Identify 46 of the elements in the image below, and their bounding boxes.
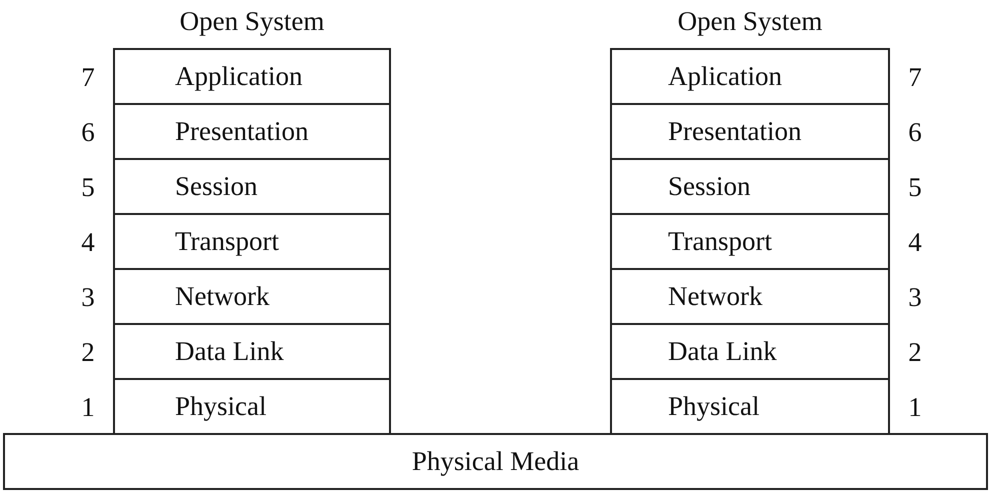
layer-name: Data Link [668, 336, 777, 367]
layer-name: Presentation [668, 116, 802, 147]
layer-number: 7 [80, 62, 96, 92]
layer-number: 7 [907, 62, 923, 92]
layer-number: 5 [907, 172, 923, 202]
layer-number: 1 [80, 392, 96, 422]
layer-box [610, 48, 890, 105]
media-label: Physical Media [412, 446, 580, 477]
layer-name: Presentation [175, 116, 308, 147]
layer-number: 1 [907, 392, 923, 422]
layer-name: Data Link [175, 336, 284, 367]
layer-box [113, 213, 391, 270]
layer-box [113, 268, 391, 325]
layer-box [113, 103, 391, 160]
layer-number: 2 [80, 336, 96, 366]
layer-name: Network [175, 281, 270, 312]
layer-name: Physical [175, 391, 266, 422]
layer-number: 6 [80, 116, 96, 146]
stack-heading: Open System [180, 6, 324, 36]
layer-number: 4 [80, 226, 96, 256]
stack-heading: Open System [678, 6, 822, 36]
layer-name: Session [175, 171, 258, 202]
layer-box [610, 158, 890, 215]
layer-number: 2 [907, 336, 923, 366]
layer-box [610, 323, 890, 380]
layer-name: Aplication [668, 61, 782, 92]
layer-box [610, 213, 890, 270]
layer-name: Transport [175, 226, 280, 257]
layer-number: 3 [80, 282, 96, 312]
layer-box [610, 103, 890, 160]
layer-box [113, 378, 391, 435]
layer-box [113, 48, 391, 105]
layer-box [610, 268, 890, 325]
layer-number: 5 [80, 172, 96, 202]
layer-box [113, 323, 391, 380]
layer-number: 6 [907, 116, 923, 146]
layer-box [113, 158, 391, 215]
layer-name: Application [175, 61, 302, 92]
layer-name: Session [668, 171, 751, 202]
layer-number: 4 [907, 226, 923, 256]
layer-name: Network [668, 281, 762, 312]
layer-box [610, 378, 890, 435]
layer-name: Physical [668, 391, 760, 422]
media-bar [3, 433, 988, 490]
layer-name: Transport [668, 226, 772, 257]
layer-number: 3 [907, 282, 923, 312]
